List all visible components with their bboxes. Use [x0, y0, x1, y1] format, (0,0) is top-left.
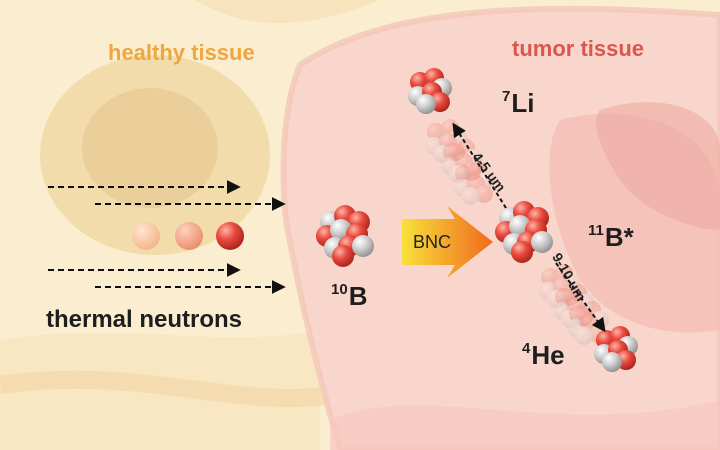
neutron-sphere	[352, 235, 374, 257]
proton-sphere	[555, 288, 573, 306]
neutron-sphere-icon	[132, 222, 160, 250]
proton-sphere	[427, 123, 445, 141]
helium-4-nucleus-icon	[594, 326, 638, 372]
healthy-cell-nucleus	[82, 88, 218, 208]
helium-4-symbol: He	[531, 340, 565, 370]
neutron-sphere	[416, 94, 436, 114]
helium-4-label: 4He	[522, 340, 565, 371]
neutron-sphere	[461, 187, 479, 205]
thermal-neutrons-label: thermal neutrons	[46, 306, 243, 333]
proton-sphere	[443, 143, 461, 161]
boron-11-label: 11B*	[588, 222, 634, 253]
proton-sphere	[541, 268, 559, 286]
lithium-7-nucleus-icon	[408, 68, 452, 114]
neutron-sphere	[531, 231, 553, 253]
tumor-tissue-border	[280, 5, 720, 450]
neutron-sphere-icon	[175, 222, 203, 250]
proton-sphere	[455, 165, 473, 183]
reaction-arrow-icon	[402, 206, 493, 278]
proton-sphere	[511, 241, 533, 263]
neutron-sphere-icon	[216, 222, 244, 250]
proton-sphere	[332, 245, 354, 267]
boron-10-nucleus-icon	[316, 205, 374, 267]
boron-11-symbol: B*	[604, 222, 634, 252]
healthy-tissue-fiber	[0, 370, 332, 408]
bnc-reaction-label: BNC	[413, 232, 452, 252]
tumor-tissue-label: tumor tissue	[512, 36, 645, 61]
lithium-trail-icon	[453, 161, 495, 205]
helium-4-mass: 4	[522, 340, 531, 357]
tumor-cell-nucleus	[596, 102, 720, 230]
lithium-7-mass: 7	[502, 88, 511, 105]
neutron-sphere	[575, 327, 593, 345]
proton-sphere	[475, 185, 493, 203]
neutron-sphere	[602, 352, 622, 372]
boron-11-mass: 11	[588, 222, 604, 239]
healthy-tissue-label: healthy tissue	[108, 40, 255, 65]
boron-11-nucleus-icon	[495, 201, 553, 263]
tumor-tissue-lower	[330, 400, 720, 450]
boron-10-symbol: B	[348, 281, 368, 311]
lithium-7-label: 7Li	[502, 88, 534, 119]
proton-sphere	[569, 305, 587, 323]
lithium-7-symbol: Li	[511, 88, 535, 118]
lithium-distance-arrow	[452, 122, 507, 209]
healthy-tissue-top-shape	[195, 0, 380, 24]
boron-10-mass: 10	[331, 281, 348, 298]
boron-10-label: 10B	[331, 281, 367, 312]
